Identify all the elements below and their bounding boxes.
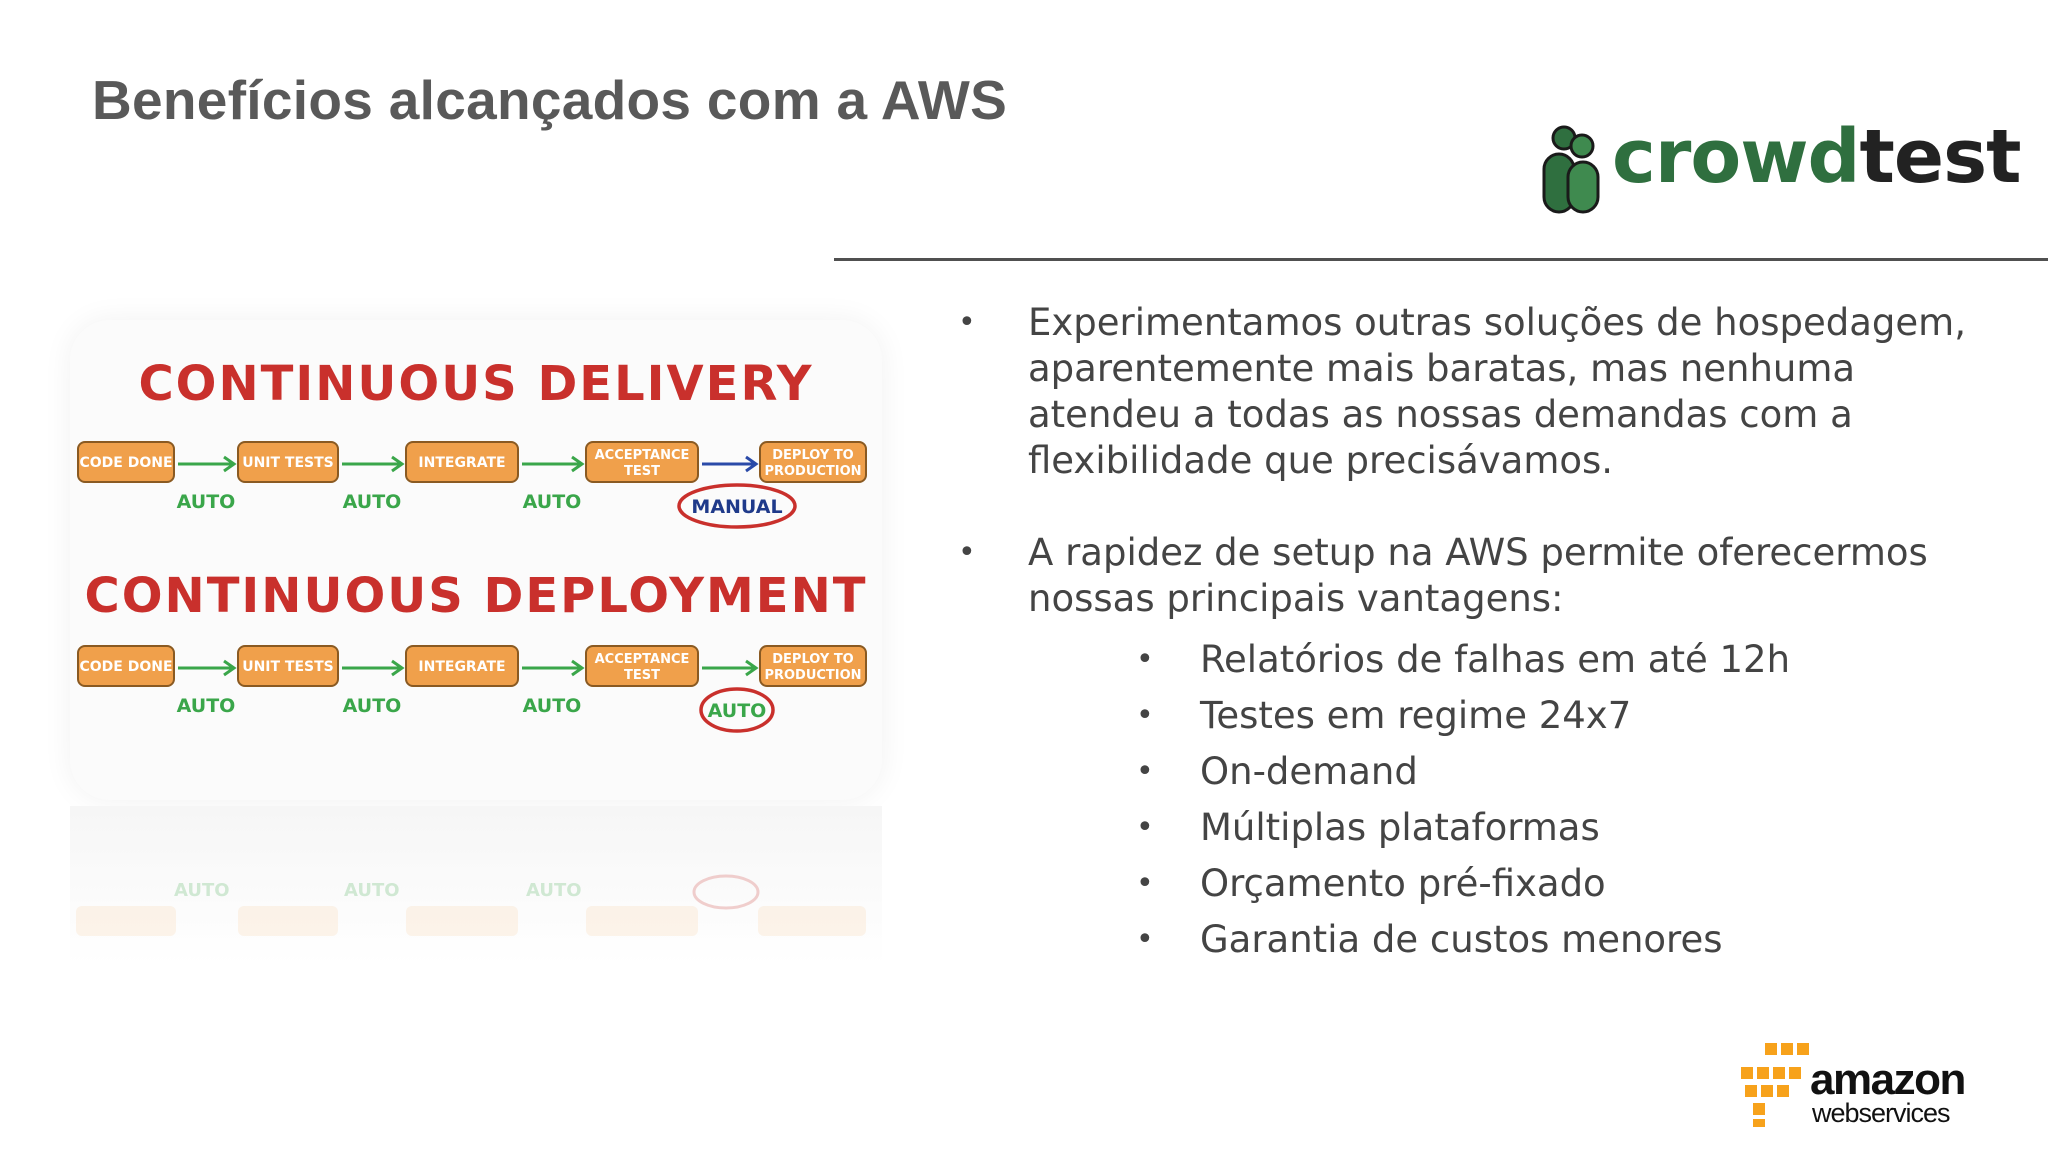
sub-bullet-list: •Relatórios de falhas em até 12h •Testes… — [1028, 632, 2018, 968]
auto-label: AUTO — [523, 491, 582, 513]
diagram-canvas: CONTINUOUS DELIVERY CODE DONE AUTO UNIT TES… — [77, 356, 867, 733]
pipeline-step-label: DEPLOY TO — [772, 652, 853, 667]
people-icon — [1542, 125, 1600, 214]
pipeline-step-box — [405, 645, 519, 687]
pipeline-arrowhead — [223, 659, 237, 677]
header-divider — [834, 258, 2048, 261]
pipeline-step-label: UNIT TESTS — [242, 455, 334, 471]
pipeline-step-box — [759, 441, 867, 483]
diagram-reflection: AUTO AUTO AUTO — [70, 806, 882, 966]
bullet-list: • Experimentamos outras soluções de hosp… — [958, 300, 2018, 968]
aws-wordmark: amazon — [1810, 1055, 1966, 1104]
pipeline-step-box — [585, 441, 699, 483]
sub-bullet-item: •Orçamento pré-fixado — [1136, 862, 1606, 905]
pipeline-step-box — [237, 441, 339, 483]
pipeline-step-box — [77, 645, 175, 687]
crowdtest-logo: crowdtest — [1540, 118, 2022, 218]
pipeline-arrowhead — [223, 455, 237, 473]
auto-label: AUTO — [177, 695, 236, 717]
pipeline-step-box — [759, 645, 867, 687]
bullet-text: Experimentamos outras soluções de hosped… — [1028, 301, 1966, 482]
sub-bullet-item: •Garantia de custos menores — [1136, 918, 1723, 961]
diagram-section-title: CONTINUOUS DELIVERY — [138, 356, 813, 412]
pipeline-step-label: INTEGRATE — [418, 455, 505, 471]
sub-bullet-item: •Testes em regime 24x7 — [1136, 694, 1632, 737]
pipeline-step-label: CODE DONE — [79, 659, 172, 675]
pipeline-step-box — [77, 441, 175, 483]
pipeline-arrowhead — [571, 455, 585, 473]
slide-title: Benefícios alcançados com a AWS — [92, 69, 1008, 131]
manual-label: MANUAL — [691, 496, 782, 518]
bullet-dot: • — [958, 305, 976, 340]
sub-bullet-item: •Relatórios de falhas em até 12h — [1136, 638, 1791, 681]
pipeline-step-label: TEST — [624, 668, 660, 683]
svg-text:AUTO: AUTO — [526, 880, 582, 901]
aws-cubes-icon — [1739, 1041, 1811, 1129]
svg-text:AUTO: AUTO — [174, 880, 230, 901]
sub-bullet-item: •On-demand — [1136, 750, 1418, 793]
continuous-delivery-diagram: CONTINUOUS DELIVERY CODE DONE AUTO UNIT TES… — [70, 320, 882, 800]
pipeline-arrowhead — [391, 659, 405, 677]
pipeline-arrowhead — [391, 455, 405, 473]
bullet-text: A rapidez de setup na AWS permite oferec… — [1028, 531, 1928, 620]
svg-text:AUTO: AUTO — [344, 880, 400, 901]
pipeline-arrowhead — [571, 659, 585, 677]
highlight-circle — [699, 687, 775, 733]
aws-subwordmark: webservices — [1812, 1098, 1951, 1128]
bullet-item: • A rapidez de setup na AWS permite ofer… — [958, 530, 2018, 968]
auto-label: AUTO — [177, 491, 236, 513]
highlight-circle — [677, 483, 797, 529]
pipeline-step-label: TEST — [624, 464, 660, 479]
pipeline-step-label: CODE DONE — [79, 455, 172, 471]
pipeline-arrowhead — [745, 455, 759, 473]
aws-logo: amazon webservices — [1736, 1040, 1976, 1130]
pipeline-step-label: ACCEPTANCE — [595, 448, 690, 463]
pipeline-arrowhead — [745, 659, 759, 677]
bullet-item: • Experimentamos outras soluções de hosp… — [958, 300, 2018, 484]
pipeline-step-box — [585, 645, 699, 687]
diagram-section-title: CONTINUOUS DEPLOYMENT — [84, 568, 867, 624]
auto-label: AUTO — [343, 695, 402, 717]
pipeline-step-label: ACCEPTANCE — [595, 652, 690, 667]
auto-label: AUTO — [343, 491, 402, 513]
pipeline-step-label: INTEGRATE — [418, 659, 505, 675]
sub-bullet-item: •Múltiplas plataformas — [1136, 806, 1600, 849]
crowdtest-wordmark: crowdtest — [1612, 114, 2022, 200]
pipeline-step-label: UNIT TESTS — [242, 659, 334, 675]
auto-label: AUTO — [708, 700, 767, 722]
pipeline-step-label: DEPLOY TO — [772, 448, 853, 463]
pipeline-step-box — [237, 645, 339, 687]
bullet-dot: • — [958, 535, 976, 570]
pipeline-step-label: PRODUCTION — [764, 668, 861, 683]
auto-label: AUTO — [523, 695, 582, 717]
pipeline-step-box — [405, 441, 519, 483]
pipeline-step-label: PRODUCTION — [764, 464, 861, 479]
